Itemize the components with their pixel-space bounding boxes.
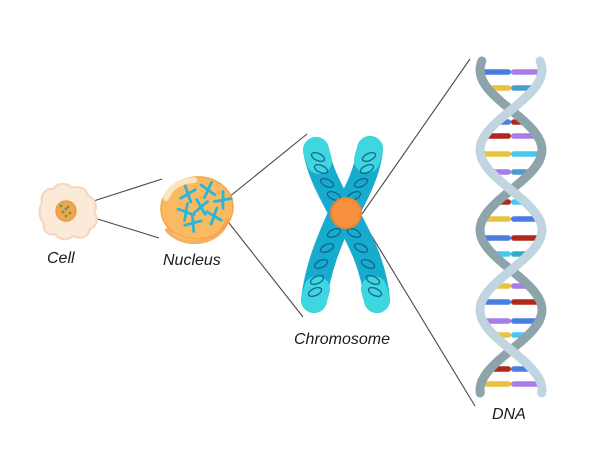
mini-chromosome — [213, 190, 233, 210]
connector-line — [217, 208, 304, 318]
base-left — [477, 69, 511, 75]
chromatin-speck — [68, 211, 72, 215]
coil-loop — [346, 227, 362, 239]
chromatin-speck — [61, 210, 65, 214]
cell-nucleus — [55, 200, 77, 222]
dna-strand-back — [475, 56, 547, 398]
dna-base-pair — [477, 381, 545, 387]
nucleus-figure — [160, 176, 234, 245]
chromatin-speck — [59, 204, 63, 208]
coil-loop — [361, 151, 377, 163]
dna-base-pair — [478, 299, 544, 305]
dna-base-pair — [478, 235, 544, 241]
mini-chromosome — [183, 213, 203, 233]
connector-line — [361, 219, 476, 407]
coil-loop — [313, 163, 329, 175]
chromosome-label: Chromosome — [294, 331, 390, 348]
base-left — [477, 151, 511, 157]
chromosome-coils — [307, 151, 383, 298]
nucleus-gloss — [163, 177, 197, 201]
cell-chromatin-specks — [59, 204, 72, 218]
nucleus-label: Nucleus — [163, 252, 221, 269]
coil-loop — [359, 163, 375, 175]
dna-figure — [475, 56, 547, 398]
dna-strand-front — [475, 56, 547, 398]
coil-loop — [313, 258, 329, 270]
coil-loop — [367, 286, 383, 298]
base-right — [511, 151, 545, 157]
coil-loop — [326, 227, 342, 239]
chromatin-speck — [64, 214, 68, 218]
mini-chromosome — [179, 184, 197, 204]
connector-line — [217, 133, 308, 207]
chromosome-tip-lower-right — [361, 276, 390, 313]
coil-loop — [307, 286, 323, 298]
coil-loop — [310, 151, 326, 163]
chromatin-speck — [66, 205, 70, 209]
coil-loop — [360, 258, 376, 270]
dna-base-pair — [477, 69, 545, 75]
dna-base-pair — [477, 151, 545, 157]
nucleus-shade — [165, 218, 229, 245]
coil-loop — [353, 242, 369, 254]
mini-chromosome — [193, 198, 209, 216]
coil-loop — [365, 274, 381, 286]
coil-loop — [319, 177, 335, 189]
mini-chromosomes — [176, 180, 233, 233]
chromosome-tip-upper-left — [303, 137, 332, 174]
chromosome-tip-upper-right — [354, 136, 383, 173]
cell-label: Cell — [47, 250, 75, 267]
mini-chromosome — [205, 206, 223, 226]
connector-line — [361, 58, 471, 215]
coil-loop — [319, 242, 335, 254]
coil-loop — [309, 274, 325, 286]
mini-chromosome — [199, 180, 217, 200]
coil-loop — [353, 177, 369, 189]
chromosome-figure — [301, 136, 390, 313]
base-right — [511, 69, 545, 75]
chromatin-speck — [64, 207, 68, 211]
dna-label: DNA — [492, 406, 526, 423]
chromosome-tip-lower-left — [301, 276, 330, 313]
cell-figure — [38, 182, 98, 241]
centromere — [330, 197, 362, 229]
connector-lines — [74, 58, 476, 407]
dna-base-pairs — [477, 69, 545, 387]
